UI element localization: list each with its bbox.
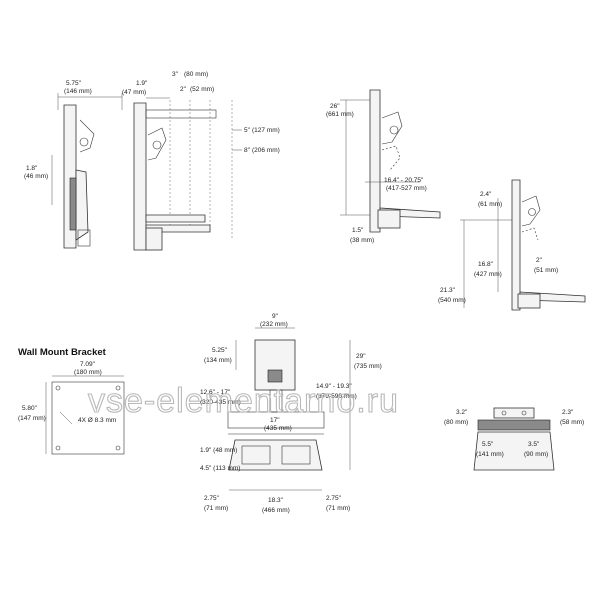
watermark: vse-elementarno.ru	[88, 382, 399, 420]
dim-f-base: 18.3"	[268, 497, 284, 504]
dim-d-d: 2"	[536, 257, 543, 264]
front-view: 9" (232 mm) 5.25" (134 mm) 12.6" - 17" (…	[200, 313, 382, 514]
dim-c-range: 16.4" - 20.75"	[384, 177, 424, 184]
side-view-b: 1.9" (47 mm) 3" (80 mm) 2" (52 mm) 5" (1…	[122, 71, 280, 251]
dim-f-edge: 1.9" (48 mm)	[200, 447, 237, 454]
dim-f-tray-mm: (435 mm)	[264, 425, 292, 432]
dim-b4-mm: (127 mm)	[252, 127, 280, 134]
dim-f-base-mm: (466 mm)	[262, 507, 290, 514]
dim-f-range2-mm: (379-590 mm)	[316, 393, 357, 400]
dim-b2-mm: (80 mm)	[184, 71, 208, 78]
dim-c-low: 1.5"	[352, 227, 364, 234]
dim-b1-mm: (47 mm)	[122, 89, 146, 96]
section-title: Wall Mount Bracket	[18, 347, 107, 358]
side-view-a: 5.75" (146 mm) 1.8" (46 mm)	[24, 80, 123, 249]
dim-c-low-mm: (38 mm)	[350, 237, 374, 244]
dim-t-l1-mm: (80 mm)	[444, 419, 468, 426]
dim-d-d-mm: (51 mm)	[534, 267, 558, 274]
dim-f-range: 12.6" - 17"	[200, 389, 231, 396]
dim-f-range-mm: (320-435 mm)	[200, 399, 241, 406]
side-view-c: 26" (661 mm) 16.4" - 20.75" (417-527 mm)…	[326, 89, 441, 244]
dim-f-w: 9"	[272, 313, 279, 320]
dim-f-w-mm: (232 mm)	[260, 321, 288, 328]
dim-f-right-mm: (71 mm)	[326, 505, 350, 512]
dim-bracket-h: 5.80"	[22, 405, 38, 412]
dim-b5: 8"	[244, 147, 251, 154]
dim-t-l2: 5.5"	[482, 441, 494, 448]
side-view-d: 2.4" (61 mm) 16.8" (427 mm) 21.3" (540 m…	[438, 179, 586, 311]
dim-f-top-mm: (134 mm)	[204, 357, 232, 364]
dim-f-left: 2.75"	[204, 495, 220, 502]
dim-b1: 1.9"	[136, 80, 148, 87]
dim-b4: 5"	[244, 127, 251, 134]
dim-f-depth: 4.5" (113 mm)	[200, 465, 240, 472]
dim-bracket-h-mm: (147 mm)	[18, 415, 46, 422]
dim-c-h: 26"	[330, 103, 340, 110]
dim-b2: 3"	[172, 71, 179, 78]
dim-d-b: 16.8"	[478, 261, 494, 268]
dim-f-range2: 14.9" - 19.3"	[316, 383, 352, 390]
dim-bracket-w: 7.09"	[80, 361, 96, 368]
dim-f-right: 2.75"	[326, 495, 342, 502]
dim-f-total: 29"	[356, 353, 366, 360]
dim-bracket-w-mm: (180 mm)	[74, 369, 102, 376]
dim-width-mm: (146 mm)	[64, 88, 92, 95]
dim-t-r2-mm: (90 mm)	[524, 451, 548, 458]
dim-t-l1: 3.2"	[456, 409, 468, 416]
dim-d-a: 2.4"	[480, 191, 492, 198]
dim-bracket-holes: 4X Ø 8.3 mm	[78, 417, 116, 424]
dim-f-left-mm: (71 mm)	[204, 505, 228, 512]
dim-d-b-mm: (427 mm)	[474, 271, 502, 278]
dim-depth-mm: (46 mm)	[24, 173, 48, 180]
dim-t-r2: 3.5"	[528, 441, 540, 448]
dim-depth: 1.8"	[26, 165, 38, 172]
top-view: 3.2" (80 mm) 2.3" (58 mm) 5.5" (141 mm) …	[444, 407, 584, 471]
dim-f-total-mm: (735 mm)	[354, 363, 382, 370]
dim-d-a-mm: (61 mm)	[478, 201, 502, 208]
dim-width: 5.75"	[66, 80, 82, 87]
dim-t-r1-mm: (58 mm)	[560, 419, 584, 426]
dim-b5-mm: (206 mm)	[252, 147, 280, 154]
dim-b3-mm: (52 mm)	[190, 86, 214, 93]
dim-t-l2-mm: (141 mm)	[476, 451, 504, 458]
dim-b3: 2"	[180, 86, 187, 93]
dim-c-range-mm: (417-527 mm)	[386, 185, 427, 192]
dim-t-r1: 2.3"	[562, 409, 574, 416]
dim-d-c-mm: (540 mm)	[438, 297, 466, 304]
dim-d-c: 21.3"	[440, 287, 456, 294]
dim-f-top: 5.25"	[212, 347, 228, 354]
dim-c-h-mm: (661 mm)	[326, 111, 354, 118]
dim-f-tray: 17"	[270, 417, 280, 424]
wall-mount-bracket: 7.09" (180 mm) 5.80" (147 mm) 4X Ø 8.3 m…	[18, 361, 125, 455]
